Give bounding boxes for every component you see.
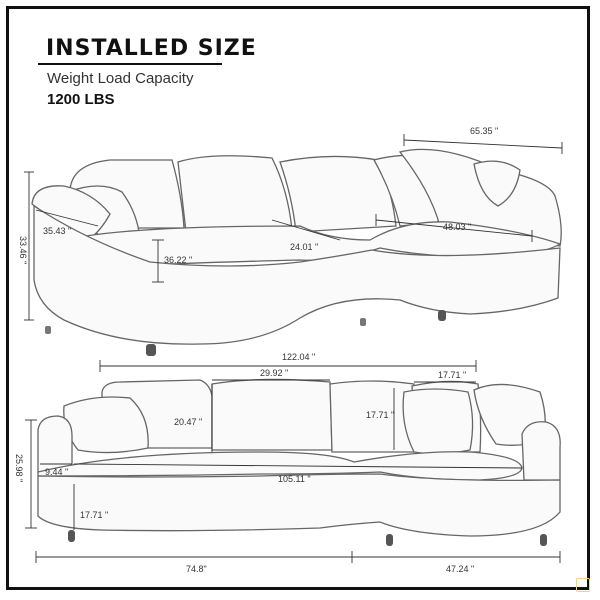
dim-chaise-width: 65.35 " <box>470 126 498 136</box>
sofa-front-view: 122.04 " 29.92 " 17.71 " 20.47 " 17.71 "… <box>14 352 561 574</box>
dim-line-arm-depth <box>35 209 99 227</box>
dim-seat-depth: 36.22 " <box>164 255 192 265</box>
leg <box>45 326 51 334</box>
dim-seat-length: 105.11 " <box>278 474 311 484</box>
dim-line-chaise-length <box>375 219 533 237</box>
title-underline <box>38 63 222 65</box>
page-title: INSTALLED SIZE <box>46 36 257 61</box>
front-left-arm <box>37 415 73 473</box>
load-capacity-value: 1200 LBS <box>47 91 115 108</box>
load-capacity-label: Weight Load Capacity <box>47 70 194 87</box>
dim-line-chaise-width <box>403 139 563 149</box>
dim-back-cushion: 29.92 " <box>260 368 288 378</box>
dim-seat-height: 17.71 " <box>80 510 108 520</box>
corner-mark-icon <box>576 578 590 592</box>
leg <box>360 318 366 326</box>
dim-pillow-width: 17.71 " <box>438 370 466 380</box>
leg <box>146 344 156 356</box>
dim-line-seat-width <box>271 219 341 241</box>
front-base <box>37 473 561 537</box>
dim-seat-width: 24.01 " <box>290 242 318 252</box>
dim-line-seat-length <box>73 463 523 469</box>
dim-back-height: 20.47 " <box>174 417 202 427</box>
sofa-base <box>33 204 561 345</box>
dim-height: 33.46 " <box>18 236 28 264</box>
dim-right-section: 47.24 " <box>446 564 474 574</box>
front-back-middle <box>211 378 333 451</box>
dim-total-height: 25.98 " <box>14 454 24 482</box>
front-pillow-right <box>402 388 474 455</box>
dim-pillow-height: 17.71 " <box>366 410 394 420</box>
dim-overall-length: 122.04 " <box>282 352 315 362</box>
leg <box>386 534 393 546</box>
dim-chaise-length: 48.03 " <box>443 222 471 232</box>
sofa-angled-view: 65.35 " 33.46 " 35.43 " 36.22 " 24.01 " … <box>18 126 563 356</box>
front-right-arm <box>521 421 561 481</box>
dim-arm-depth: 35.43 " <box>43 226 71 236</box>
leg <box>540 534 547 546</box>
dim-arm-width: 9.44 " <box>45 467 68 477</box>
back-cushion-middle <box>177 155 293 233</box>
front-pillow-left <box>63 396 149 454</box>
dim-left-section: 74.8" <box>186 564 207 574</box>
leg <box>438 310 446 321</box>
leg <box>68 530 75 542</box>
page-border <box>6 6 590 590</box>
pillow-right <box>473 160 521 207</box>
